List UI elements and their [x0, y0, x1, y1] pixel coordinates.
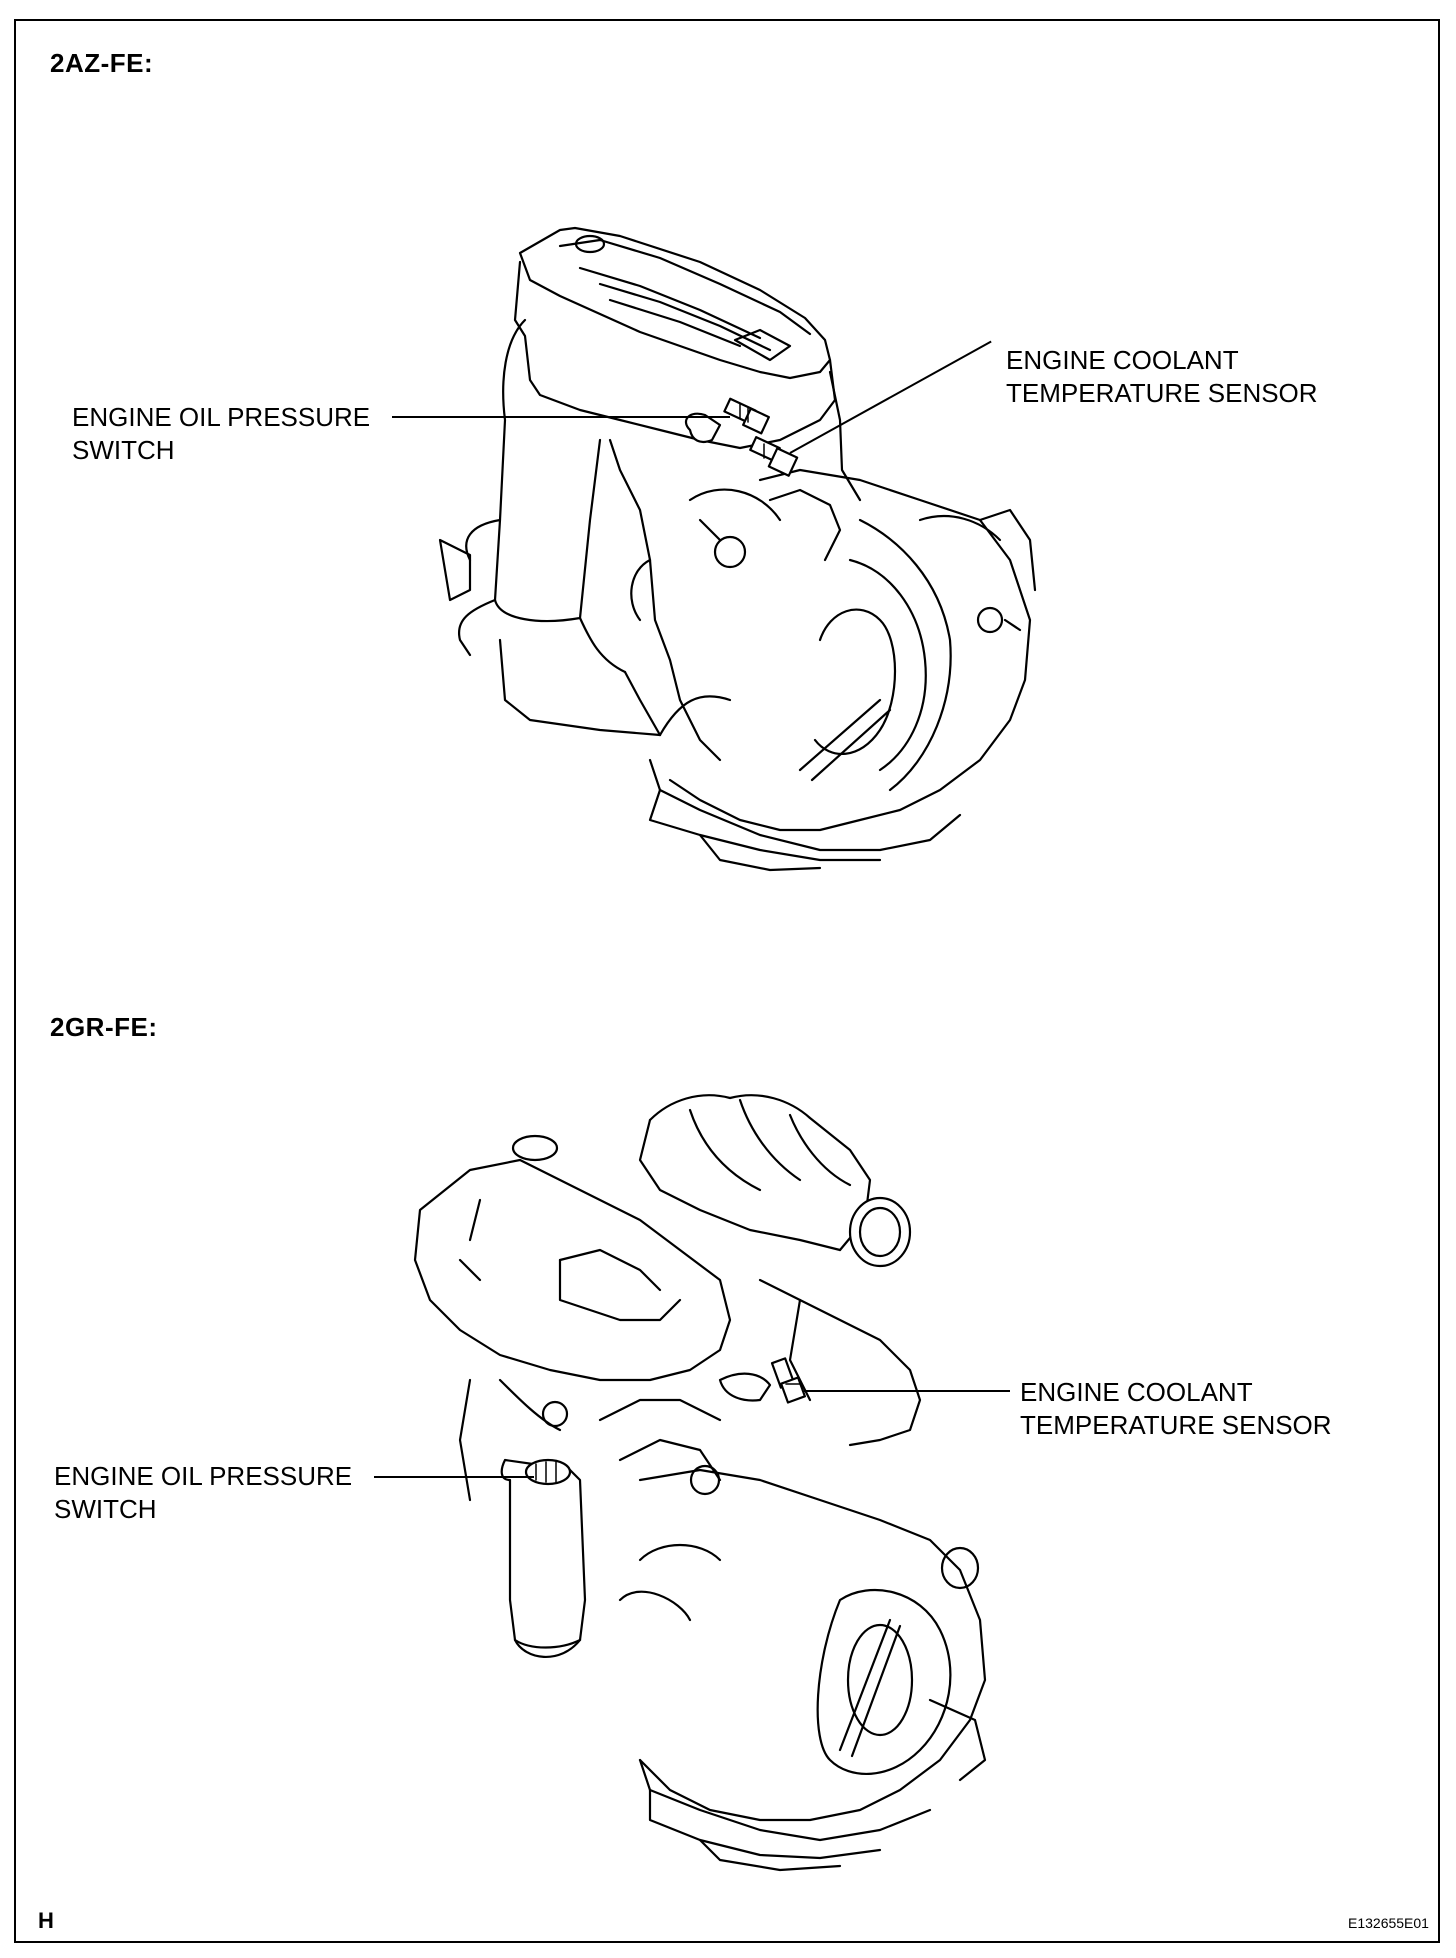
- label-coolant-sensor-line1: ENGINE COOLANT: [1006, 345, 1239, 375]
- page-code: H: [38, 1908, 54, 1933]
- label-oil-pressure-switch-2az-fe: ENGINE OIL PRESSURE SWITCH: [72, 401, 370, 467]
- label-coolant-sensor-2gr-fe: ENGINE COOLANT TEMPERATURE SENSOR: [1020, 1376, 1332, 1442]
- label-oil-pressure-switch-2gr-fe: ENGINE OIL PRESSURE SWITCH: [54, 1460, 352, 1526]
- label-oil-pressure-switch-line2: SWITCH: [54, 1494, 157, 1524]
- label-coolant-sensor-2az-fe: ENGINE COOLANT TEMPERATURE SENSOR: [1006, 344, 1318, 410]
- leader-oil-pressure-switch-2az-fe: [392, 416, 730, 418]
- label-oil-pressure-switch-line1: ENGINE OIL PRESSURE: [72, 402, 371, 432]
- label-oil-pressure-switch-line1: ENGINE OIL PRESSURE: [54, 1461, 353, 1491]
- oil-pressure-switch-2gr-fe: [524, 1458, 572, 1486]
- label-coolant-sensor-line2: TEMPERATURE SENSOR: [1006, 378, 1318, 408]
- diagram-frame: [14, 19, 1440, 1943]
- oil-pressure-switch-2az-fe: [723, 397, 770, 435]
- coolant-temperature-sensor-2az-fe: [749, 436, 799, 477]
- coolant-temperature-sensor-2gr-fe: [770, 1357, 806, 1404]
- section-title-2az-fe: 2AZ-FE:: [50, 48, 154, 78]
- label-oil-pressure-switch-line2: SWITCH: [72, 435, 175, 465]
- leader-oil-pressure-switch-2gr-fe: [374, 1476, 534, 1478]
- label-coolant-sensor-line1: ENGINE COOLANT: [1020, 1377, 1253, 1407]
- figure-id: E132655E01: [1348, 1915, 1429, 1931]
- leader-coolant-sensor-2gr-fe: [804, 1390, 1010, 1392]
- section-title-2gr-fe: 2GR-FE:: [50, 1012, 158, 1042]
- label-coolant-sensor-line2: TEMPERATURE SENSOR: [1020, 1410, 1332, 1440]
